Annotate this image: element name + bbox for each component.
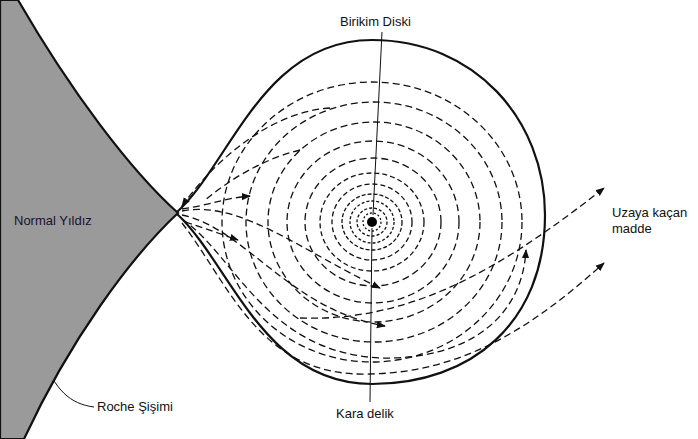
accretion-disk	[222, 82, 522, 362]
disk-ring	[268, 122, 480, 322]
disk-ring	[305, 158, 441, 286]
escape-label: Uzaya kaçan madde	[612, 205, 694, 236]
black-hole	[367, 217, 377, 227]
disk-ring	[246, 102, 502, 342]
disk-ring	[287, 141, 459, 303]
roche-lobe	[176, 40, 545, 384]
stream-line	[182, 209, 380, 288]
escape-line	[300, 188, 604, 318]
roche-label: Roche Şişimi	[97, 399, 173, 415]
leader-line	[373, 32, 382, 215]
disk-ring	[222, 82, 522, 362]
star-node: Normal Yıldız	[0, 0, 182, 439]
disk-label: Birikim Diski	[340, 14, 411, 30]
star-label: Normal Yıldız	[14, 213, 92, 228]
black-hole-label: Kara delik	[336, 406, 394, 422]
escape-line	[182, 223, 604, 374]
stream-line	[182, 108, 330, 206]
stream-line	[182, 215, 385, 326]
stream-line	[205, 150, 300, 200]
stream-line	[182, 219, 526, 358]
stream-line	[185, 222, 238, 240]
star-outline	[0, 0, 178, 439]
leader-line	[370, 228, 372, 402]
matter-stream	[182, 108, 604, 374]
stream-line	[182, 196, 250, 209]
